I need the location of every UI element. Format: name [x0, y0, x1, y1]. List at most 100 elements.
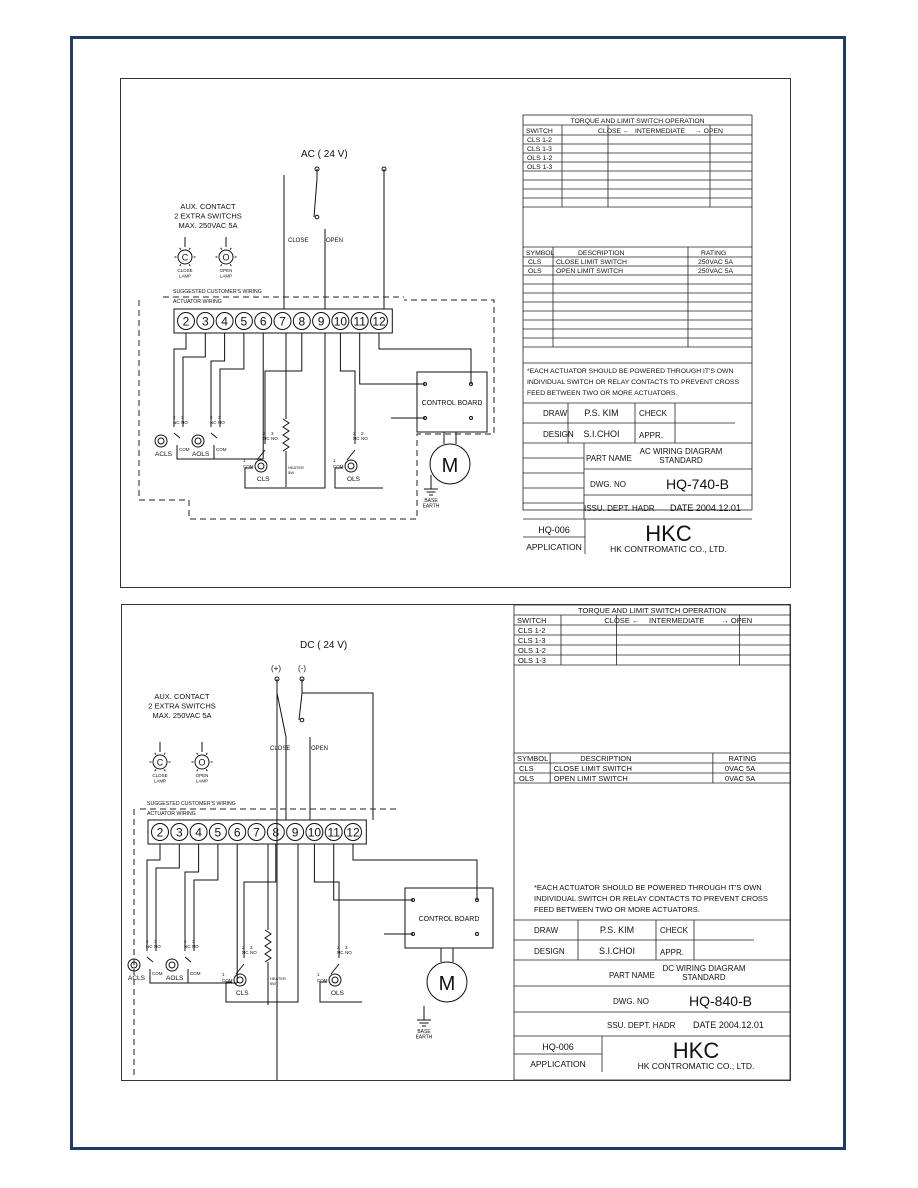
open-lamp-glyph: O	[198, 758, 205, 768]
terminal-label-4: 4	[221, 315, 228, 329]
wire-terminal-12	[378, 333, 472, 384]
wire-cls-terminal	[264, 333, 303, 444]
heater-label: HEATER	[270, 976, 286, 981]
torque-header-switch: SWITCH	[526, 128, 553, 135]
close-lamp-label-0: CLOSE	[177, 268, 192, 273]
cls-contact	[256, 449, 266, 461]
company-logo: HKC	[645, 521, 692, 546]
ols-pin1: 1	[317, 972, 320, 977]
terminal-strip	[173, 308, 393, 334]
close-lamp-label-1: LAMP	[154, 779, 166, 784]
cls-com: COM	[243, 464, 254, 469]
open-lamp-icon	[218, 249, 234, 265]
design-label: DESIGN	[534, 947, 565, 956]
close-label: CLOSE	[270, 746, 290, 752]
aux-switch-1-wire-nc	[184, 844, 200, 951]
wire-ols-com	[319, 981, 362, 1003]
symbol-header-description: DESCRIPTION	[578, 250, 625, 257]
actuator-wiring-label: ACTUATOR WIRING	[173, 299, 222, 305]
part-name-line2: STANDARD	[659, 456, 703, 465]
cls-switch-icon	[233, 973, 247, 987]
close-lamp-ray	[179, 247, 182, 250]
terminal-label-3: 3	[202, 315, 209, 329]
terminal-label-12: 12	[346, 826, 360, 840]
terminal-label-5: 5	[215, 826, 222, 840]
part-name-line1: AC WIRING DIAGRAM	[640, 447, 723, 456]
ols-switch-core	[347, 462, 355, 470]
terminal-11	[350, 312, 369, 330]
title-block-frame	[513, 605, 790, 1080]
close-lamp-ray	[188, 264, 191, 267]
aux-switch-1-core	[194, 437, 202, 445]
aux-switch-1-core	[168, 961, 176, 969]
aux-switch-0-core	[157, 437, 165, 445]
issu-dept: SSU. DEPT. HADR	[607, 1021, 676, 1030]
terminal-label-12: 12	[372, 315, 386, 329]
terminal-4	[215, 312, 234, 330]
aux-switch-1-contact	[184, 956, 192, 963]
draw-name: P.S. KIM	[600, 925, 634, 935]
torque-header-close: CLOSE ←	[598, 128, 630, 135]
aux-switch-0-wire-nc	[173, 333, 187, 427]
terminal-11	[324, 823, 343, 841]
terminal-12	[344, 823, 362, 841]
control-board-box	[404, 887, 494, 949]
terminal-9	[312, 312, 331, 330]
terminal-10	[331, 312, 350, 330]
torque-header-intermediate: INTERMEDIATE	[649, 616, 704, 625]
date: DATE 2004.12.01	[670, 503, 741, 513]
aux-switch-0-nc: NC	[173, 420, 180, 425]
ols-label: OLS	[331, 990, 345, 997]
actuator-wiring-label: ACTUATOR WIRING	[147, 811, 196, 817]
open-lamp-ray	[196, 769, 199, 772]
terminal-12	[370, 312, 388, 330]
suggested-wiring-label: SUGGESTED CUSTOMER'S WIRING	[147, 801, 236, 807]
terminal-5	[208, 823, 227, 841]
aux-switch-1-wire-no	[219, 333, 245, 427]
control-board-terminal-3	[475, 932, 479, 936]
heater-icon	[264, 929, 272, 963]
ols-switch-core	[331, 976, 339, 984]
dwg-no-value: HQ-740-B	[666, 476, 729, 492]
terminal-label-8: 8	[298, 315, 305, 329]
torque-row-0: CLS 1-2	[527, 137, 552, 144]
earth-label: EARTH	[416, 1035, 433, 1041]
earth-label: EARTH	[423, 504, 440, 510]
application-label: APPLICATION	[530, 1059, 586, 1069]
title-block-frame	[522, 114, 753, 511]
symbol-row-1-description: OPEN LIMIT SWITCH	[554, 774, 628, 783]
base-label: BASE	[417, 1029, 431, 1035]
symbol-row-0-rating: 0VAC 5A	[725, 764, 755, 773]
terminal-4	[189, 823, 208, 841]
terminal-9	[286, 823, 305, 841]
terminal-strip	[147, 819, 367, 845]
cls-contact	[235, 963, 245, 975]
open-lamp-label-0: OPEN	[220, 268, 233, 273]
terminal-label-4: 4	[195, 826, 202, 840]
terminal-label-11: 11	[353, 315, 366, 329]
aux-switch-0-no: NO	[154, 944, 161, 949]
check-label: CHECK	[639, 409, 668, 418]
torque-row-3: OLS 1-3	[527, 164, 553, 171]
terminal-label-8: 8	[272, 826, 279, 840]
aux-contact-text-0: AUX. CONTACT	[154, 692, 210, 701]
aux-switch-1-com: COM	[190, 971, 201, 976]
base-label: BASE	[424, 498, 438, 504]
aux-switch-1-label: AOLS	[166, 975, 184, 982]
symbol-header-description: DESCRIPTION	[580, 754, 631, 763]
note-line-1: INDIVIDUAL SWITCH OR RELAY CONTACTS TO P…	[534, 894, 768, 903]
aux-switch-1-wire-com	[187, 969, 238, 984]
terminal-label-9: 9	[292, 826, 299, 840]
torque-header-open: → OPEN	[695, 128, 723, 135]
torque-header-intermediate: INTERMEDIATE	[635, 128, 686, 135]
aux-switch-1-wire-nc	[210, 333, 226, 427]
cls-switch-core	[257, 462, 265, 470]
ols-no: NO	[345, 950, 352, 955]
ols-pin1: 1	[333, 458, 336, 463]
motor-icon	[426, 961, 468, 1003]
open-lamp-label-1: LAMP	[196, 779, 208, 784]
